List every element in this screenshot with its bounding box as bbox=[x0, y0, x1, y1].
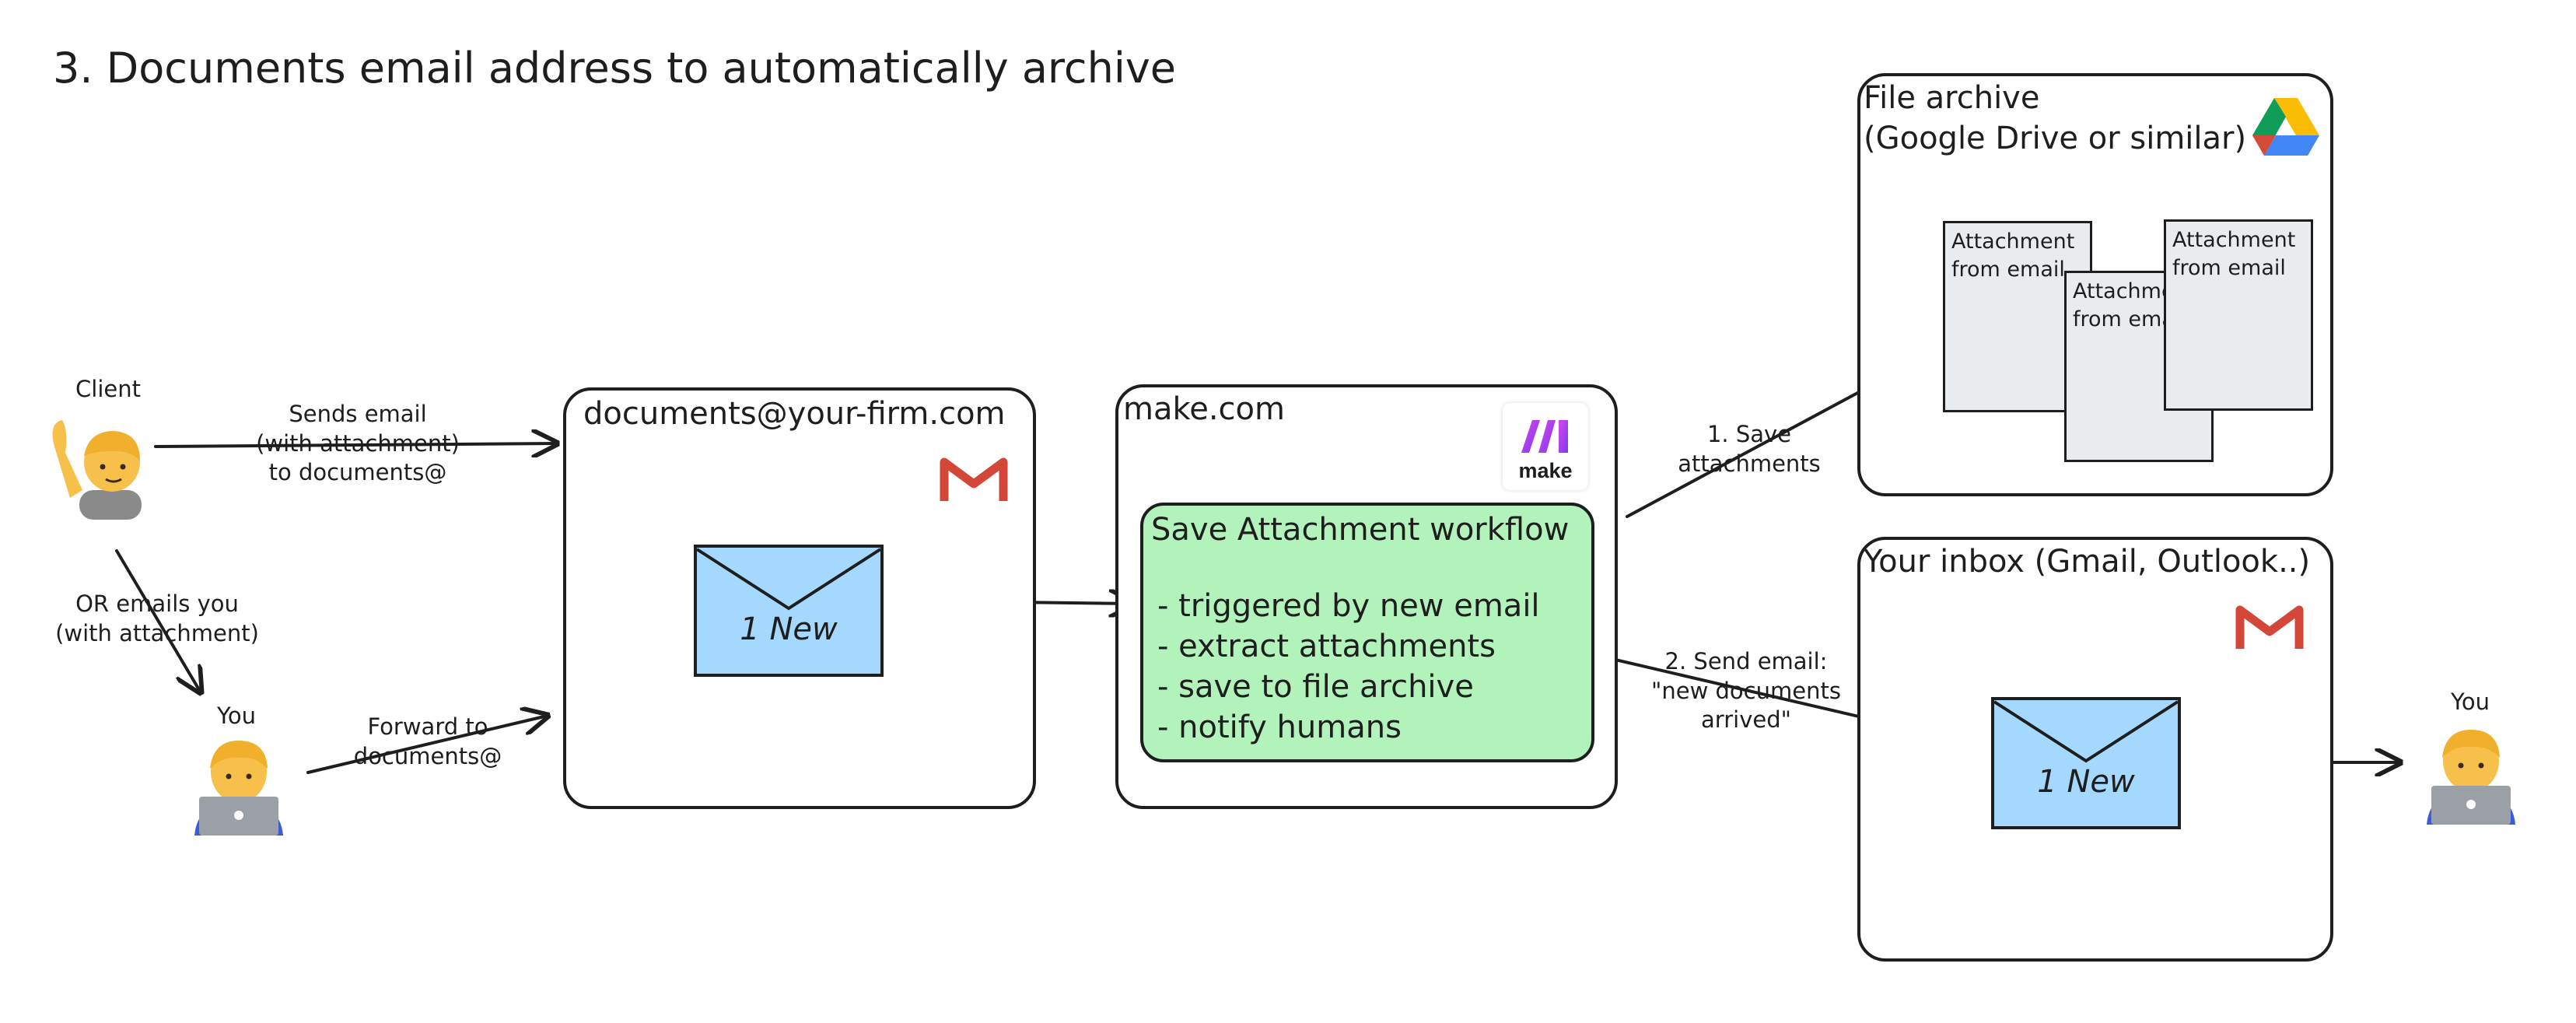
archived-document-label: Attachment from email bbox=[2172, 228, 2296, 281]
make-logo-mark bbox=[1521, 420, 1568, 453]
page-title: 3. Documents email address to automatica… bbox=[53, 44, 1177, 93]
arrow-client-to-you bbox=[115, 549, 201, 692]
make-box: make.com make Save Attachment workflow -… bbox=[1115, 384, 1618, 809]
make-box-title: make.com bbox=[1123, 391, 1285, 427]
technologist-icon bbox=[194, 741, 283, 836]
archived-document-label: Attachment from email bbox=[1951, 229, 2075, 282]
technologist-icon bbox=[2427, 730, 2515, 825]
inbox-envelope[interactable]: 1 New bbox=[1991, 697, 2181, 829]
documents-inbox-box: documents@your-firm.com 1 New bbox=[563, 387, 1036, 809]
arrow-you-to-documents bbox=[306, 716, 548, 774]
google-drive-icon bbox=[2252, 98, 2319, 156]
workflow-step: - extract attachments bbox=[1157, 629, 1496, 664]
make-logo-text: make bbox=[1518, 459, 1573, 482]
make-logo-icon: make bbox=[1503, 403, 1588, 490]
client-person bbox=[48, 415, 148, 520]
edge-label-send-email: 2. Send email: "new documents arrived" bbox=[1651, 648, 1841, 734]
gmail-icon bbox=[940, 456, 1008, 503]
you-right-label: You bbox=[2451, 688, 2490, 715]
you-left-label: You bbox=[217, 702, 256, 729]
workflow-step: - save to file archive bbox=[1157, 669, 1474, 705]
workflow-step: - notify humans bbox=[1157, 709, 1402, 745]
arrow-client-to-documents bbox=[154, 443, 557, 447]
file-archive-title: File archive bbox=[1864, 80, 2040, 116]
inbox-envelope-label: 1 New bbox=[2037, 764, 2135, 800]
documents-envelope-label: 1 New bbox=[740, 611, 838, 647]
edge-label-or-emails-you: OR emails you (with attachment) bbox=[55, 590, 259, 646]
envelope-flap bbox=[697, 548, 880, 611]
documents-envelope[interactable]: 1 New bbox=[694, 545, 884, 677]
file-archive-box: File archive (Google Drive or similar) A… bbox=[1857, 73, 2333, 496]
documents-inbox-title: documents@your-firm.com bbox=[583, 396, 1006, 432]
workflow-box[interactable]: Save Attachment workflow - triggered by … bbox=[1140, 503, 1594, 762]
workflow-step: - triggered by new email bbox=[1157, 588, 1540, 624]
your-inbox-box: Your inbox (Gmail, Outlook..) 1 New bbox=[1857, 537, 2333, 962]
person-raising-hand-icon bbox=[52, 420, 142, 520]
client-label: Client bbox=[75, 376, 141, 402]
edge-label-save-attachments: 1. Save attachments bbox=[1678, 421, 1821, 477]
envelope-flap bbox=[1994, 700, 2178, 763]
workflow-title: Save Attachment workflow bbox=[1151, 512, 1570, 548]
your-inbox-title: Your inbox (Gmail, Outlook..) bbox=[1864, 544, 2311, 580]
edge-label-forward-to: Forward to documents@ bbox=[353, 713, 502, 769]
file-archive-subtitle: (Google Drive or similar) bbox=[1864, 121, 2247, 156]
edge-label-sends-email: Sends email (with attachment) to documen… bbox=[256, 401, 460, 486]
gmail-icon bbox=[2235, 604, 2304, 650]
you-right-person bbox=[2422, 723, 2520, 825]
archived-document[interactable]: Attachment from email bbox=[2164, 219, 2313, 411]
you-left-person bbox=[190, 734, 288, 836]
